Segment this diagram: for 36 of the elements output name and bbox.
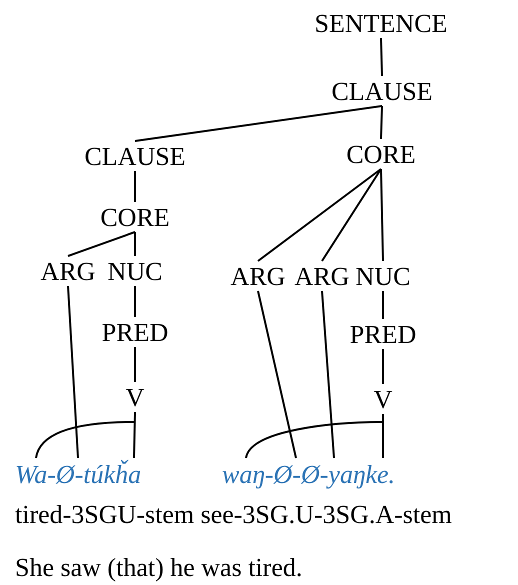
- category-label: PRED: [102, 319, 168, 347]
- tree-line: [67, 286, 79, 458]
- category-label: NUC: [356, 263, 410, 291]
- category-label: CORE: [346, 141, 416, 169]
- tree-line: [133, 412, 136, 458]
- tree-line: [382, 291, 384, 319]
- tree-line: [380, 106, 383, 140]
- tree-line: [134, 105, 382, 142]
- tree-line: [134, 286, 136, 317]
- gloss-line: tired-3SGU-stem see-3SG.U-3SG.A-stem: [15, 500, 452, 530]
- category-label: CORE: [100, 204, 170, 232]
- tree-line: [321, 290, 335, 458]
- tree-line: [380, 38, 383, 76]
- category-label: ARG: [40, 258, 96, 286]
- category-label: V: [126, 384, 144, 412]
- category-label: CLAUSE: [331, 78, 433, 106]
- tree-line: [68, 231, 136, 257]
- category-label: ARG: [230, 263, 286, 291]
- tree-line: [134, 232, 136, 256]
- category-label: CLAUSE: [84, 143, 186, 171]
- tree-line: [257, 168, 382, 262]
- category-label: PRED: [350, 321, 416, 349]
- tree-line: [382, 414, 384, 458]
- tree-line: [134, 347, 136, 382]
- tree-line: [382, 349, 384, 384]
- tree-line: [380, 168, 384, 262]
- morpheme-word: waŋ-Ø-Ø-yaŋke.: [222, 460, 396, 490]
- tree-line: [257, 290, 297, 458]
- tree-line: [321, 168, 382, 262]
- category-label: SENTENCE: [314, 10, 448, 38]
- category-label: V: [374, 386, 392, 414]
- category-label: ARG: [294, 263, 350, 291]
- translation-text: She saw (that) he was tired.: [15, 553, 302, 583]
- category-label: NUC: [108, 258, 162, 286]
- tree-line: [134, 171, 136, 202]
- morpheme-word: Wa-Ø-túkȟa: [15, 460, 142, 490]
